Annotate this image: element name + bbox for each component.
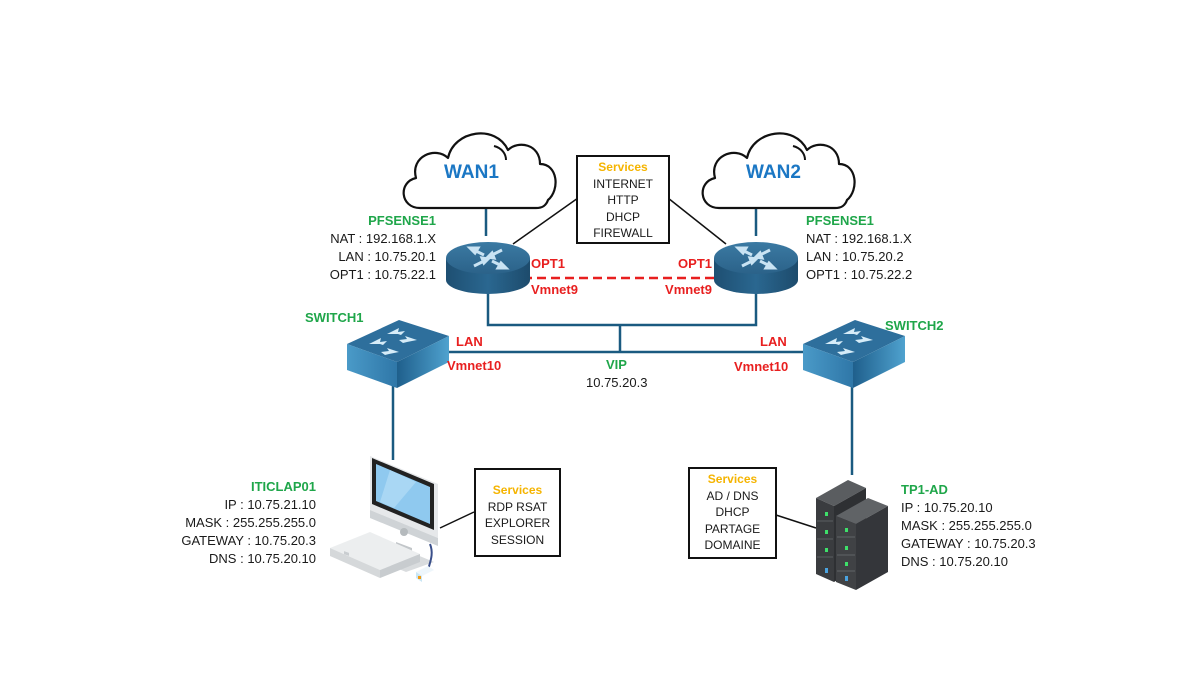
- opt1-right-iface: OPT1: [678, 256, 712, 271]
- opt1-right-net: Vmnet9: [665, 282, 712, 297]
- cloud-icon: [701, 132, 856, 210]
- subnet-mask: MASK : 255.255.255.0: [185, 515, 316, 530]
- vip-address: 10.75.20.3: [586, 375, 648, 390]
- nat-address: NAT : 192.168.1.X: [806, 231, 912, 246]
- client-services-box: Services RDP RSAT EXPLORER SESSION: [474, 468, 561, 557]
- dns-server: DNS : 10.75.20.10: [901, 554, 1008, 569]
- server-services-link: [775, 514, 817, 529]
- switch2-label: SWITCH2: [885, 318, 944, 333]
- services-link-left: [512, 197, 579, 245]
- device-name: PFSENSE1: [368, 213, 436, 228]
- services-title: Services: [598, 160, 648, 174]
- opt1-left-net: Vmnet9: [531, 282, 578, 297]
- opt1-address: OPT1 : 10.75.22.2: [806, 267, 913, 282]
- pfsense1-info: PFSENSE1 NAT : 192.168.1.X LAN : 10.75.2…: [290, 212, 436, 284]
- vip-label: VIP: [606, 357, 627, 372]
- service-item: SESSION: [490, 532, 545, 547]
- service-item: INTERNET: [593, 176, 653, 191]
- switch1-label: SWITCH1: [305, 310, 364, 325]
- services-title: Services: [492, 483, 543, 497]
- desktop-computer-icon: [330, 456, 438, 582]
- lan-uplink: [486, 284, 758, 327]
- opt1-left-iface: OPT1: [531, 256, 565, 271]
- client-services-link: [439, 511, 475, 529]
- cloud-icon: [402, 132, 557, 210]
- device-name: TP1-AD: [901, 482, 948, 497]
- service-item: FIREWALL: [593, 226, 653, 240]
- device-name: ITICLAP01: [250, 479, 316, 494]
- router-icon: [714, 242, 798, 294]
- service-item: EXPLORER: [484, 516, 551, 530]
- gateway: GATEWAY : 10.75.20.3: [901, 536, 1036, 551]
- service-item: PARTAGE: [704, 521, 761, 536]
- device-name: PFSENSE1: [806, 213, 874, 228]
- switch1-net: Vmnet10: [447, 358, 502, 373]
- router-icon: [446, 242, 530, 294]
- service-item: DOMAINE: [704, 538, 761, 552]
- server-rack-icon: [816, 480, 888, 590]
- services-link-right: [667, 197, 727, 245]
- service-item: AD / DNS: [706, 488, 759, 503]
- lan-address: LAN : 10.75.20.1: [338, 249, 436, 264]
- subnet-mask: MASK : 255.255.255.0: [901, 518, 1032, 533]
- nat-address: NAT : 192.168.1.X: [330, 231, 436, 246]
- ip-address: IP : 10.75.20.10: [901, 500, 993, 515]
- pfsense2-info: PFSENSE1 NAT : 192.168.1.X LAN : 10.75.2…: [806, 212, 912, 284]
- server-services-box: Services AD / DNS DHCP PARTAGE DOMAINE: [688, 467, 777, 559]
- client-info: ITICLAP01 IP : 10.75.21.10 MASK : 255.25…: [150, 478, 316, 568]
- switch-icon: [803, 320, 905, 388]
- server-info: TP1-AD IP : 10.75.20.10 MASK : 255.255.2…: [901, 481, 1036, 571]
- lan-address: LAN : 10.75.20.2: [806, 249, 904, 264]
- switch2-net: Vmnet10: [734, 359, 789, 374]
- services-title: Services: [707, 472, 758, 486]
- service-item: DHCP: [715, 505, 750, 519]
- ip-address: IP : 10.75.21.10: [224, 497, 316, 512]
- wan1-label: WAN1: [444, 162, 499, 183]
- service-item: HTTP: [607, 193, 639, 207]
- wan2-label: WAN2: [746, 162, 801, 183]
- switch2-iface: LAN: [760, 334, 787, 349]
- dns-server: DNS : 10.75.20.10: [209, 551, 316, 566]
- opt1-address: OPT1 : 10.75.22.1: [329, 267, 436, 282]
- switch1-iface: LAN: [456, 334, 483, 349]
- switch-icon: [347, 320, 449, 388]
- firewall-services-box: Services INTERNET HTTP DHCP FIREWALL: [576, 155, 670, 244]
- service-item: DHCP: [605, 209, 640, 224]
- gateway: GATEWAY : 10.75.20.3: [181, 533, 316, 548]
- service-item: RDP RSAT: [487, 499, 548, 514]
